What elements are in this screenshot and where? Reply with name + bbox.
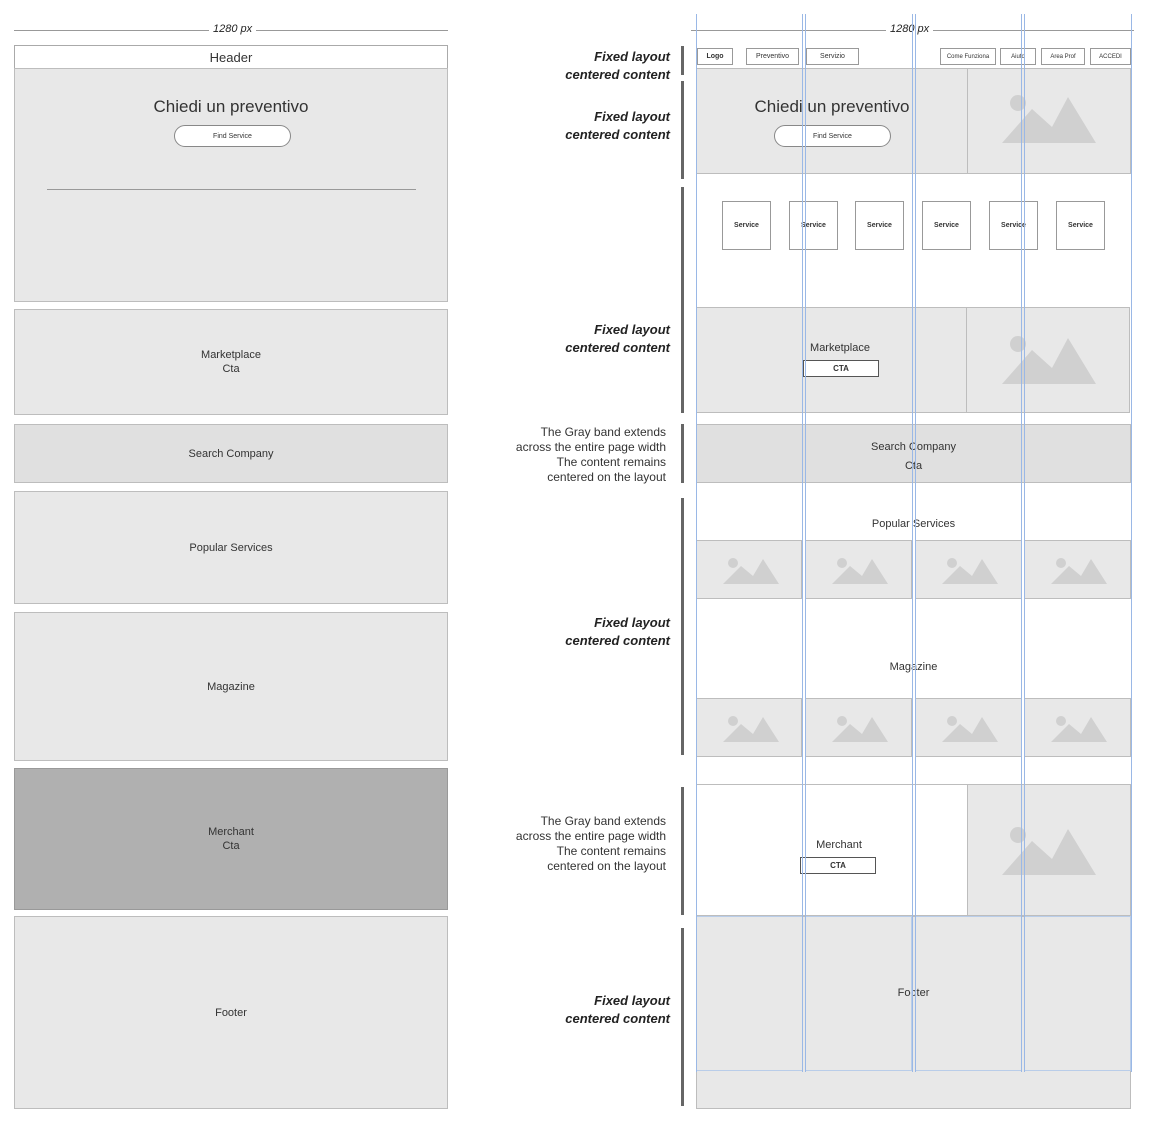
left-merchant-cta: Cta: [222, 840, 240, 852]
left-marketplace-title: Marketplace: [201, 349, 261, 361]
left-header-label: Header: [209, 49, 253, 65]
left-marketplace: Marketplace Cta: [14, 309, 448, 415]
left-footer: Footer: [14, 916, 448, 1109]
right-find-service-button[interactable]: Find Service: [774, 125, 891, 147]
image-placeholder-icon: [1051, 716, 1107, 742]
annotation-bar-marketplace: [681, 187, 684, 413]
footer-column-outline: [915, 916, 1022, 1071]
right-width-label: 1280 px: [886, 23, 934, 35]
left-marketplace-cta: Cta: [222, 363, 240, 375]
right-hero-title: Chiedi un preventivo: [754, 97, 910, 116]
left-find-service-button[interactable]: Find Service: [174, 125, 291, 147]
left-search-company-label: Search Company: [188, 447, 274, 460]
grid-guide-line: [802, 14, 803, 1072]
right-popular-services-title: Popular Services: [871, 518, 956, 530]
left-footer-label: Footer: [215, 1006, 247, 1019]
right-hero-panel: Chiedi un preventivo Find Service: [696, 68, 968, 174]
image-placeholder-icon: [723, 716, 779, 742]
annotation-bar-hero: [681, 81, 684, 179]
left-popular-services-label: Popular Services: [189, 541, 273, 554]
footer-column-outline: [805, 916, 912, 1071]
left-hero-divider: [47, 189, 416, 190]
popular-service-card-3[interactable]: [915, 540, 1022, 599]
footer-column-outline: [1024, 916, 1131, 1071]
right-magazine-title: Magazine: [889, 661, 938, 673]
right-search-company-label: Search Company: [871, 441, 956, 453]
service-tile-1[interactable]: Service: [722, 201, 771, 250]
popular-service-card-2[interactable]: [805, 540, 912, 599]
annotation-bar-search: [681, 424, 684, 483]
right-search-company-cta: Cta: [904, 460, 923, 472]
service-tile-5[interactable]: Service: [989, 201, 1038, 250]
right-marketplace-image: [966, 307, 1130, 413]
image-placeholder-icon: [1002, 336, 1096, 384]
grid-guide-line: [1021, 14, 1022, 1072]
grid-guide-line: [696, 14, 697, 1072]
nav-item-area-prof[interactable]: Area Prof: [1041, 48, 1085, 65]
popular-service-card-1[interactable]: [696, 540, 802, 599]
right-marketplace-cta-button[interactable]: CTA: [803, 360, 879, 377]
magazine-card-4[interactable]: [1024, 698, 1131, 757]
service-tile-4[interactable]: Service: [922, 201, 971, 250]
footer-column-outline: [696, 916, 803, 1071]
left-hero-title: Chiedi un preventivo: [153, 97, 309, 116]
annotation-bar-popular-magazine: [681, 498, 684, 755]
left-merchant: Merchant Cta: [14, 768, 448, 910]
right-hero-image: [967, 68, 1131, 174]
popular-service-card-4[interactable]: [1024, 540, 1131, 599]
service-tile-3[interactable]: Service: [855, 201, 904, 250]
grid-guide-line: [1131, 14, 1132, 1072]
grid-guide-line: [912, 14, 913, 1072]
nav-item-preventivo[interactable]: Preventivo: [746, 48, 799, 65]
left-hero: Chiedi un preventivo Find Service: [14, 68, 448, 302]
right-merchant-image: [967, 784, 1131, 916]
nav-item-come-funziona[interactable]: Come Funziona: [940, 48, 996, 65]
left-magazine-label: Magazine: [207, 680, 255, 693]
service-tile-2[interactable]: Service: [789, 201, 838, 250]
image-placeholder-icon: [1002, 827, 1096, 875]
magazine-card-1[interactable]: [696, 698, 802, 757]
annotation-bar-merchant: [681, 787, 684, 915]
left-header: Header: [14, 45, 448, 69]
image-placeholder-icon: [1051, 558, 1107, 584]
left-magazine: Magazine: [14, 612, 448, 761]
annotation-bar-header: [681, 46, 684, 75]
nav-item-accedi[interactable]: ACCEDI: [1090, 48, 1131, 65]
right-merchant-title: Merchant: [816, 839, 862, 851]
grid-guide-line: [915, 14, 916, 1072]
image-placeholder-icon: [832, 558, 888, 584]
left-popular-services: Popular Services: [14, 491, 448, 604]
right-search-company-band: Search Company Cta: [696, 424, 1131, 483]
image-placeholder-icon: [723, 558, 779, 584]
right-marketplace-title: Marketplace: [810, 342, 870, 354]
grid-guide-line: [805, 14, 806, 1072]
right-merchant-cta-button[interactable]: CTA: [800, 857, 876, 874]
image-placeholder-icon: [1002, 95, 1096, 143]
magazine-card-2[interactable]: [805, 698, 912, 757]
nav-logo[interactable]: Logo: [697, 48, 733, 65]
grid-guide-line: [1024, 14, 1025, 1072]
right-merchant-panel: Merchant CTA: [696, 784, 968, 916]
left-width-label: 1280 px: [209, 23, 257, 35]
nav-item-aiuto[interactable]: Aiuto: [1000, 48, 1036, 65]
left-merchant-title: Merchant: [208, 826, 254, 838]
magazine-card-3[interactable]: [915, 698, 1022, 757]
image-placeholder-icon: [942, 558, 998, 584]
nav-item-servizio[interactable]: Servizio: [806, 48, 859, 65]
left-search-company: Search Company: [14, 424, 448, 483]
right-footer: Footer: [696, 916, 1131, 1109]
right-footer-label: Footer: [897, 987, 930, 999]
annotation-bar-footer: [681, 928, 684, 1106]
right-marketplace-panel: Marketplace CTA: [696, 307, 967, 413]
image-placeholder-icon: [942, 716, 998, 742]
service-tile-6[interactable]: Service: [1056, 201, 1105, 250]
image-placeholder-icon: [832, 716, 888, 742]
